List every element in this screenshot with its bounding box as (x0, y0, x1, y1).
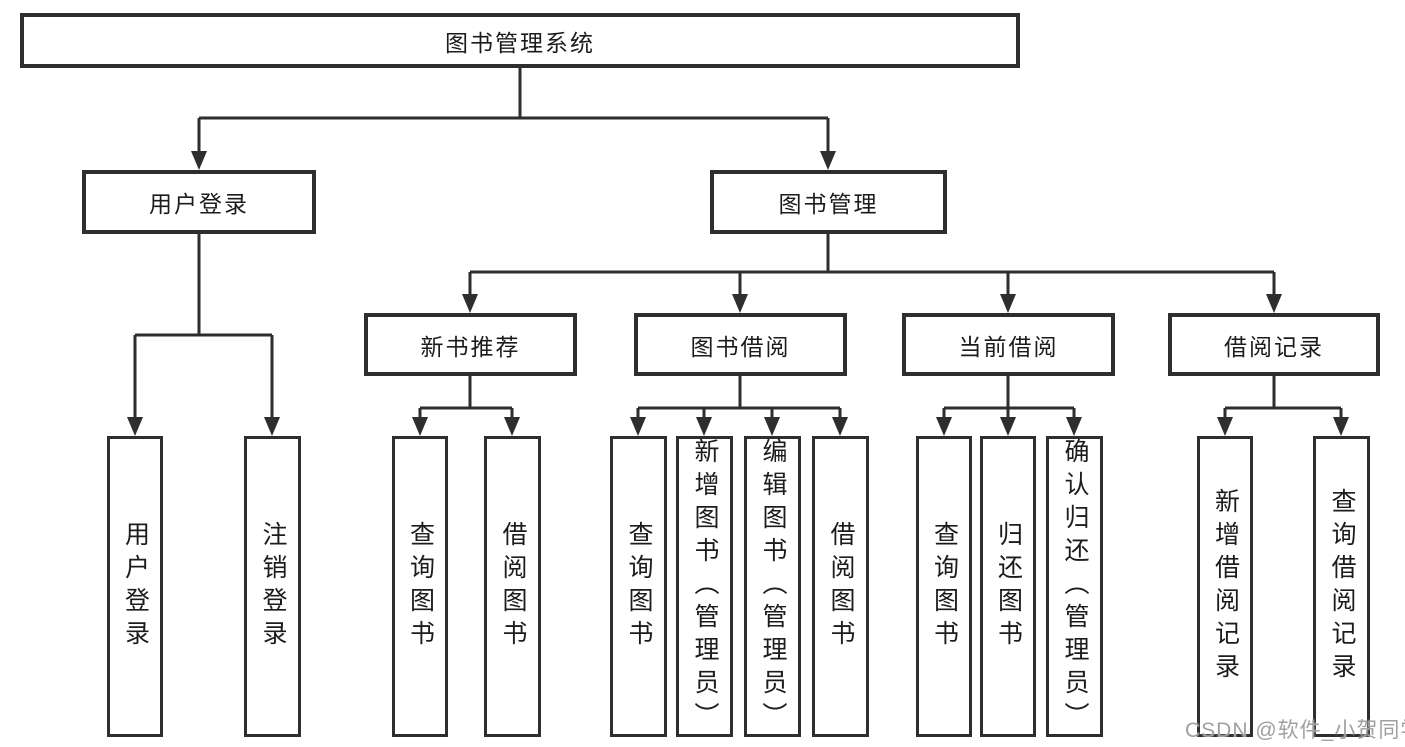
arrowhead (462, 294, 478, 313)
node-label: 借阅记录 (1224, 333, 1324, 360)
connector-book-borrow (636, 376, 842, 418)
arrowhead (820, 151, 836, 170)
leaf-add-borrow-record: 新增借阅记录 (1197, 436, 1253, 737)
node-label: 当前借阅 (958, 333, 1059, 360)
leaf-borrow-books: 借阅图书 (812, 436, 869, 737)
arrowhead (936, 417, 952, 436)
leaf-return-books: 归还图书 (980, 436, 1036, 737)
leaf-query-books-current: 查询图书 (916, 436, 972, 737)
arrowhead (264, 417, 280, 436)
node-label: 图书管理系统 (445, 29, 595, 56)
arrowhead (696, 417, 712, 436)
node-label: 用户登录 (149, 191, 249, 217)
connector-user-login (133, 234, 274, 418)
leaf-query-borrow-record: 查询借阅记录 (1313, 436, 1370, 737)
leaf-edit-books-admin: 编辑图书（管理员） (744, 436, 801, 737)
arrowhead (127, 417, 143, 436)
node-book-management: 图书管理 (710, 170, 947, 234)
leaf-logout-login: 注销登录 (244, 436, 301, 737)
arrowhead (832, 417, 848, 436)
arrowhead (504, 417, 520, 436)
arrowhead (1000, 294, 1016, 313)
leaf-borrow-books-recommend: 借阅图书 (484, 436, 541, 737)
arrowhead (1066, 417, 1082, 436)
arrowhead (732, 294, 748, 313)
connector-new-book-rec (418, 376, 514, 418)
arrowhead (1217, 417, 1233, 436)
node-label: 查询图书 (406, 520, 435, 653)
leaf-query-books-borrowing: 查询图书 (610, 436, 667, 737)
csdn-watermark: CSDN @软件_小贺同学 (1185, 719, 1405, 742)
node-borrowing-records: 借阅记录 (1168, 313, 1380, 376)
leaf-user-login: 用户登录 (107, 436, 163, 737)
node-book-borrowing: 图书借阅 (634, 313, 847, 376)
leaf-add-books-admin: 新增图书（管理员） (676, 436, 733, 737)
node-current-borrowing: 当前借阅 (902, 313, 1115, 376)
connector-book-mgmt (468, 234, 1276, 295)
node-label: 图书借阅 (690, 333, 791, 360)
node-label: 借阅图书 (499, 520, 527, 653)
arrowhead (1333, 417, 1349, 436)
arrowhead (191, 151, 207, 170)
node-label: 编辑图书（管理员） (759, 438, 787, 735)
node-label: 查询图书 (625, 520, 653, 653)
arrowhead (764, 417, 780, 436)
arrowhead (1000, 417, 1016, 436)
node-label: 注销登录 (259, 520, 287, 653)
node-label: 用户登录 (121, 520, 150, 653)
node-label: 查询借阅记录 (1328, 487, 1356, 686)
node-label: 借阅图书 (827, 520, 855, 653)
node-new-book-recommendation: 新书推荐 (364, 313, 577, 376)
node-label: 确认归还（管理员） (1061, 438, 1089, 735)
node-label: 查询图书 (930, 520, 959, 653)
node-label: 新增图书（管理员） (691, 438, 719, 735)
arrowhead (412, 417, 428, 436)
connector-root (197, 68, 830, 152)
node-library-management-system: 图书管理系统 (20, 13, 1020, 68)
node-label: 新书推荐 (420, 333, 521, 360)
node-label: 新增借阅记录 (1211, 487, 1240, 686)
arrowhead (630, 417, 646, 436)
leaf-confirm-return-admin: 确认归还（管理员） (1046, 436, 1103, 737)
arrowhead (1266, 294, 1282, 313)
leaf-query-books-recommend: 查询图书 (392, 436, 448, 737)
node-label: 归还图书 (994, 520, 1023, 653)
connector-current-borrow (942, 376, 1076, 418)
connector-borrow-records (1223, 376, 1343, 418)
node-label: 图书管理 (778, 191, 879, 217)
node-user-login: 用户登录 (82, 170, 316, 234)
